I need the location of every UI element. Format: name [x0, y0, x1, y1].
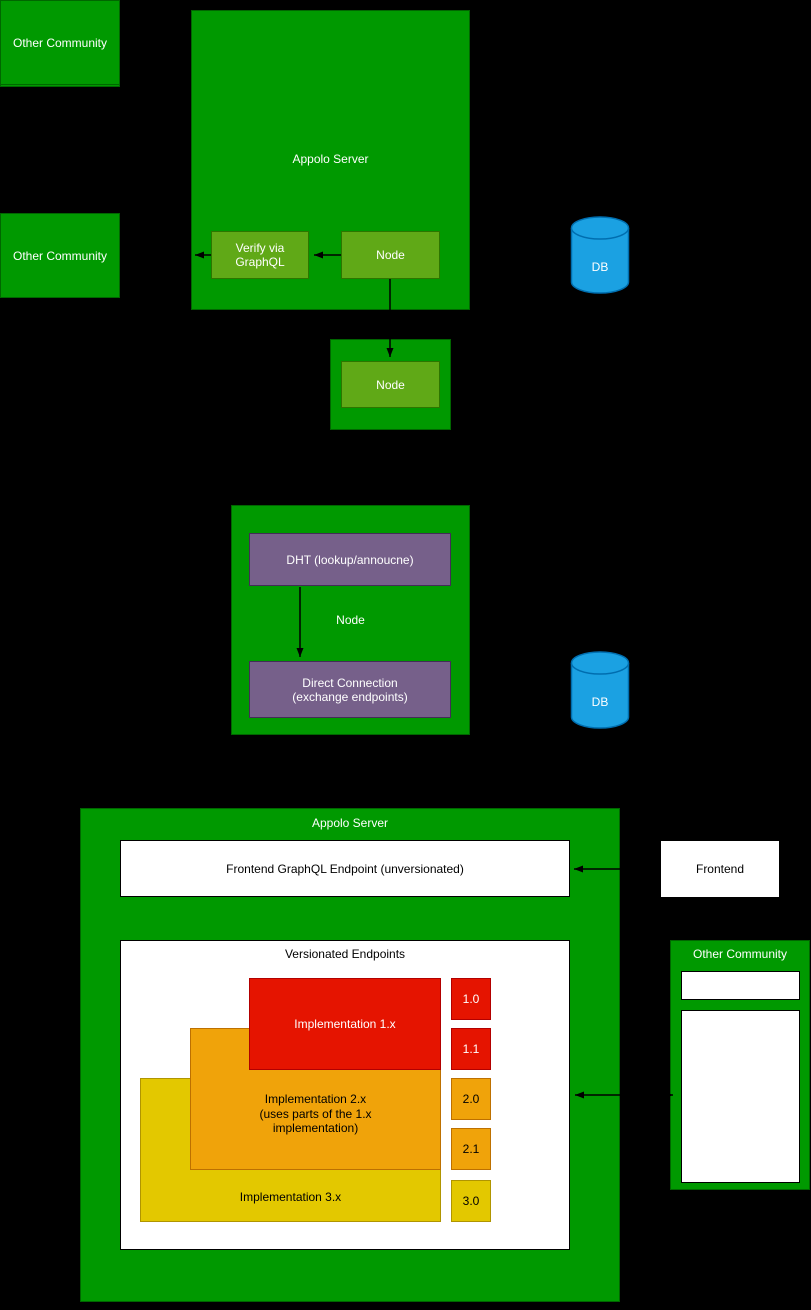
- implementation-1x-box: Implementation 1.x: [249, 978, 441, 1070]
- version-tag-2-1: 2.1: [451, 1128, 491, 1170]
- frontend-graphql-endpoint-box: Frontend GraphQL Endpoint (unversionated…: [120, 840, 570, 897]
- implementation-3x-label: Implementation 3.x: [239, 1190, 342, 1204]
- other-community-slot-large: [681, 1010, 800, 1183]
- implementation-2x-label: Implementation 2.x (uses parts of the 1.…: [259, 1092, 372, 1135]
- version-tag-1-1: 1.1: [451, 1028, 491, 1070]
- db-label-top: DB: [591, 260, 609, 274]
- version-tag-3-0: 3.0: [451, 1180, 491, 1222]
- direct-connection-box: Direct Connection (exchange endpoints): [249, 661, 451, 718]
- cylinder-shape: [570, 651, 630, 729]
- version-tag-1-0: 1.0: [451, 978, 491, 1020]
- versionated-endpoints-title: Versionated Endpoints: [284, 947, 406, 961]
- appolo-server-bottom-title: Appolo Server: [311, 816, 389, 830]
- appolo-server-top-title: Appolo Server: [292, 152, 369, 166]
- node-box-top: Node: [341, 231, 440, 279]
- db-cylinder-top: DB: [570, 215, 630, 295]
- other-community-box-2: Other Community: [0, 0, 120, 85]
- db-label-middle: DB: [591, 695, 609, 709]
- other-community-bottom-title: Other Community: [692, 947, 788, 961]
- other-community-box-3: Other Community: [0, 213, 120, 298]
- frontend-box: Frontend: [660, 840, 780, 898]
- node-label-middle: Node: [336, 613, 365, 627]
- node-box-standalone: Node: [341, 361, 440, 408]
- dht-lookup-box: DHT (lookup/annoucne): [249, 533, 451, 586]
- verify-via-graphql-box: Verify via GraphQL: [211, 231, 309, 279]
- cylinder-shape: [570, 216, 630, 294]
- other-community-slot-small: [681, 971, 800, 1000]
- version-tag-2-0: 2.0: [451, 1078, 491, 1120]
- db-cylinder-middle: DB: [570, 650, 630, 730]
